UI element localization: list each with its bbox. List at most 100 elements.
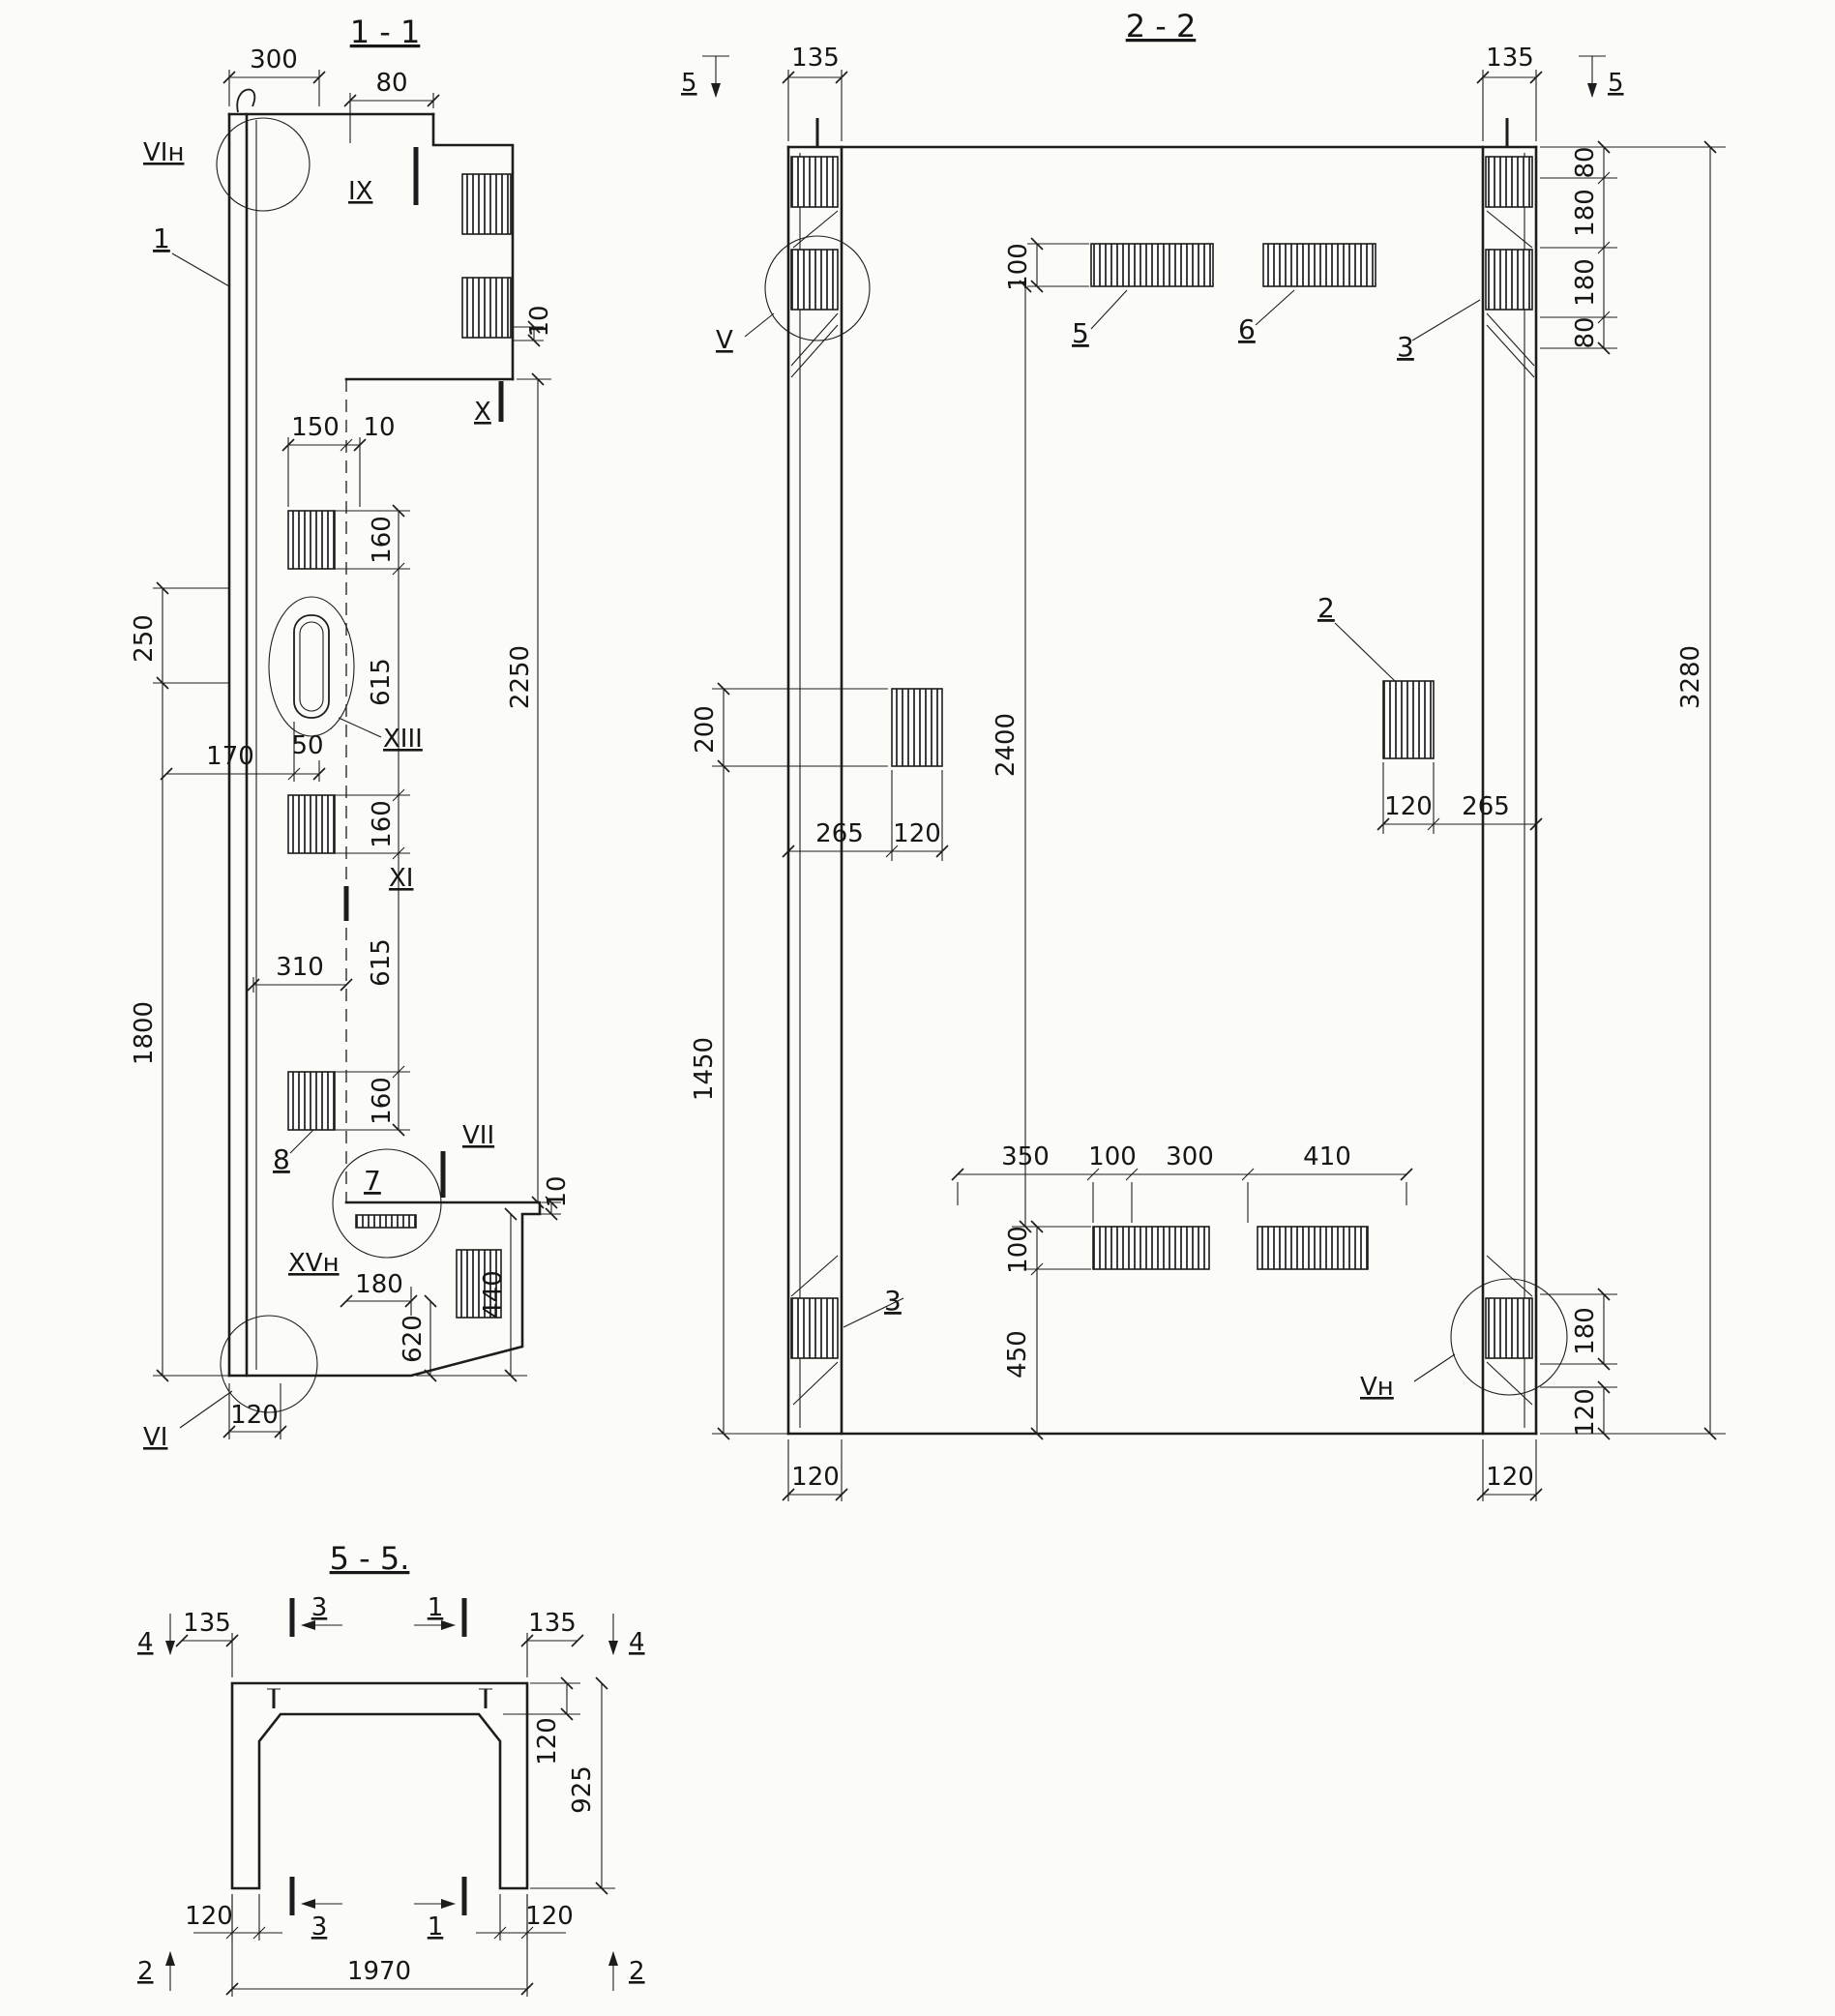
mark-v: V: [716, 326, 733, 355]
leader-part-2: [1334, 622, 1396, 682]
leader-part-1: [171, 252, 230, 287]
leader-v-bottom: [1413, 1353, 1456, 1382]
mark-xv: XVн: [288, 1249, 340, 1278]
rib-plate-left-top-1: [790, 156, 839, 208]
section-1-1-view: 1 - 1 300: [130, 14, 572, 1452]
mark-vi-bottom: VI: [143, 1423, 167, 1452]
dim-text-250: 250: [130, 614, 159, 663]
dim-text-120-midright: 120: [1384, 792, 1433, 821]
dim-text-10-recess: 10: [363, 413, 395, 442]
cut-5-right-label: 5: [1608, 69, 1624, 98]
cut-marker-3-top: 3: [289, 1593, 342, 1637]
cut-2-right-label: 2: [629, 1957, 645, 1986]
dim-text-120-ribfoot-left: 120: [791, 1463, 840, 1492]
dim-text-300: 300: [1166, 1142, 1214, 1171]
rib-plate-right-top-2: [1485, 249, 1533, 311]
dim-text-925: 925: [568, 1765, 597, 1814]
leader-part-3-bottom: [843, 1297, 904, 1328]
detail-7-plate: [355, 1214, 417, 1229]
leader-part-8: [289, 1129, 314, 1154]
dim-leg-right: 120: [476, 1894, 574, 1941]
mark-v-bottom: Vн: [1360, 1373, 1394, 1402]
dim-mid-left: 265 120: [782, 770, 949, 861]
section-2-2-view: 2 - 2 135: [681, 8, 1726, 1501]
rib-plate-right-bottom: [1485, 1297, 1533, 1359]
mark-x: X: [474, 398, 491, 427]
dim-rib-left: 135: [782, 44, 848, 141]
dim-text-180-upper: 180: [1571, 189, 1600, 237]
dim-left-upper: 250 1800: [130, 581, 229, 1382]
dim-text-50: 50: [291, 731, 323, 760]
dim-text-450: 450: [1003, 1330, 1032, 1379]
dim-135-left-55: 135: [175, 1609, 239, 1677]
dim-text-160a: 160: [368, 516, 397, 564]
mark-vi-top: VIн: [143, 138, 184, 167]
dim-foot-step: 10: [524, 1175, 572, 1221]
dim-text-1970: 1970: [347, 1957, 411, 1986]
dim-rib-right: 135: [1476, 44, 1543, 141]
embed-plates-2-2: [790, 156, 1533, 1359]
embed-plate-a: [287, 510, 336, 570]
dim-text-180-lower: 180: [1571, 258, 1600, 307]
dim-text-265-right: 265: [1462, 792, 1510, 821]
dim-text-265-left: 265: [815, 819, 864, 848]
dim-leg-left: 120: [185, 1894, 282, 1941]
dim-text-410: 410: [1303, 1142, 1351, 1171]
slot-opening: [293, 614, 330, 719]
dim-text-120-flange: 120: [533, 1717, 562, 1765]
dim-top-step: 10: [513, 305, 554, 347]
dim-text-2250: 2250: [506, 645, 535, 709]
dim-mid-width: 310: [247, 953, 353, 993]
part-label-8: 8: [273, 1143, 290, 1175]
dim-text-620: 620: [399, 1315, 428, 1363]
part-label-3-top: 3: [1397, 331, 1414, 363]
part-label-2: 2: [1317, 592, 1335, 624]
dim-text-80-top: 80: [1571, 146, 1600, 178]
dim-text-1800: 1800: [130, 1001, 159, 1065]
dim-text-80: 80: [375, 69, 407, 98]
slot-opening-inner: [299, 621, 324, 712]
leader-xiii: [338, 717, 382, 738]
panel-profile-2-2: [786, 145, 1538, 1436]
plate-mid-left: [891, 688, 943, 767]
dim-text-120-ribfoot-right: 120: [1486, 1463, 1534, 1492]
dim-text-135-right-55: 135: [528, 1609, 577, 1638]
embed-plate-head-2: [461, 277, 512, 339]
rib-taper-lines: [790, 210, 1535, 1406]
cut-marker-4-left: 4: [137, 1614, 175, 1657]
dim-flange-thickness: 120: [503, 1676, 580, 1765]
embed-plate-b: [287, 794, 336, 854]
section-5-5-view: 5 - 5. 3 1 3 1 4 4 2 2 135: [137, 1540, 645, 1997]
mark-ix: IX: [348, 177, 372, 206]
dim-foot-height: 440: [416, 1207, 527, 1382]
part-label-6: 6: [1238, 313, 1256, 345]
dim-text-100-bottom: 100: [1004, 1226, 1033, 1274]
dim-mid-plate-height: 200: [691, 682, 888, 773]
dim-text-300: 300: [250, 45, 298, 74]
cut-marker-5-left: 5: [681, 55, 729, 98]
dim-text-440: 440: [479, 1270, 508, 1319]
embed-plates-1-1: [287, 173, 512, 1319]
dim-bottom-chain: 350 100 300 410: [951, 1142, 1413, 1223]
dim-text-180: 180: [355, 1270, 403, 1299]
dim-text-350: 350: [1001, 1142, 1050, 1171]
plate-item-2: [1382, 680, 1435, 759]
detail-callout-7: [332, 1148, 442, 1259]
dim-text-135-left: 135: [791, 44, 840, 73]
leader-vi: [179, 1390, 233, 1429]
dim-text-135-right: 135: [1486, 44, 1534, 73]
dim-text-120-leg-right: 120: [525, 1902, 574, 1931]
dim-plate-top-offset: 100: [1004, 237, 1089, 293]
leader-part-3-top: [1411, 299, 1481, 341]
cut-1-top-label: 1: [428, 1593, 444, 1622]
detail-callout-v: [764, 235, 871, 341]
cut-5-left-label: 5: [681, 69, 697, 98]
cut-marker-3-bottom: 3: [289, 1877, 342, 1942]
dim-text-150: 150: [291, 413, 340, 442]
channel-profile-5-5: [230, 1681, 529, 1890]
top-anchor-bars: [815, 118, 1509, 147]
dim-text-2400: 2400: [991, 713, 1021, 777]
dim-text-120-foot: 120: [1571, 1388, 1600, 1437]
plate-item-6: [1262, 243, 1376, 287]
